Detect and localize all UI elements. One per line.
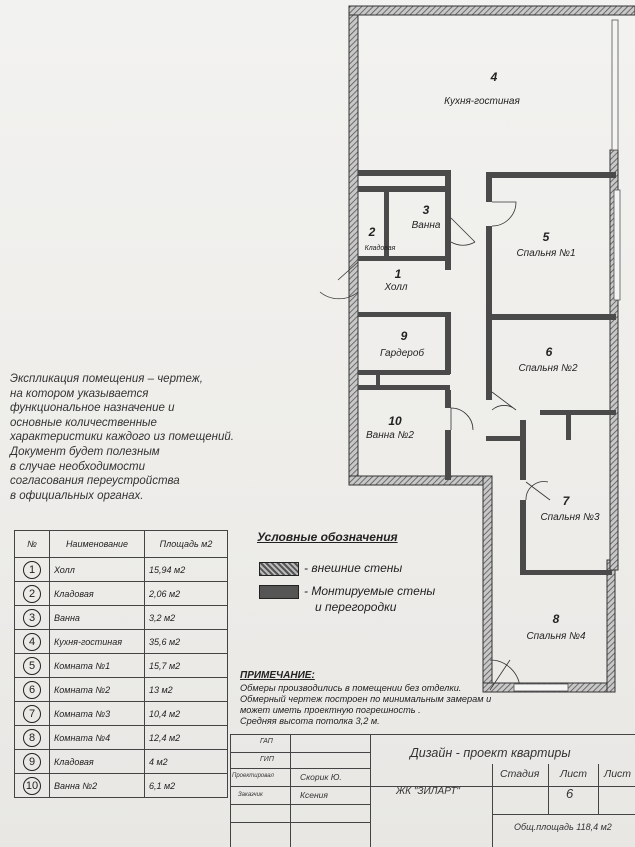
row-name: Комната №4: [49, 725, 145, 750]
sheets-label: Лист: [604, 768, 632, 780]
row-area: 35,6 м2: [144, 629, 228, 654]
row-area: 3,2 м2: [144, 605, 228, 630]
room-1-name: Холл: [383, 282, 407, 293]
row-name: Кладовая: [49, 581, 145, 606]
header-area: Площадь м2: [144, 530, 228, 558]
stamp-designer-label: Проектировал: [232, 773, 274, 779]
complex-name: ЖК "ЗИЛАРТ": [396, 786, 460, 797]
interior-walls: [358, 170, 616, 575]
total-area: Общ.площадь 118,4 м2: [514, 822, 612, 832]
stamp-client-label: Заказчик: [238, 792, 263, 798]
header-num: №: [14, 530, 50, 558]
row-number: 7: [23, 704, 41, 723]
legend-title: Условные обозначения: [257, 530, 398, 544]
note-title: ПРИМЕЧАНИЕ:: [240, 670, 315, 681]
room-labels: 4 Кухня-гостиная 3 Ванна 2 Кладовая 1 Хо…: [365, 70, 600, 642]
row-area: 10,4 м2: [144, 701, 228, 726]
row-area: 12,4 м2: [144, 725, 228, 750]
note-text: Обмеры производились в помещении без отд…: [240, 683, 492, 726]
room-9-number: 9: [401, 329, 408, 343]
room-7-number: 7: [563, 494, 571, 508]
room-6-name: Спальня №2: [518, 363, 578, 374]
room-2-name: Кладовая: [365, 244, 396, 252]
external-wall-swatch: [259, 562, 299, 576]
room-10-name: Ванна №2: [366, 430, 414, 441]
row-area: 2,06 м2: [144, 581, 228, 606]
row-name: Холл: [49, 557, 145, 582]
row-number: 10: [23, 776, 41, 795]
row-name: Ванна №2: [49, 773, 145, 798]
row-number: 6: [23, 680, 41, 699]
floor-plan: 4 Кухня-гостиная 3 Ванна 2 Кладовая 1 Хо…: [319, 5, 635, 693]
row-area: 6,1 м2: [144, 773, 228, 798]
room-7-name: Спальня №3: [540, 512, 600, 523]
row-name: Комната №2: [49, 677, 145, 702]
room-5-number: 5: [543, 230, 550, 244]
room-5-name: Спальня №1: [516, 248, 575, 259]
room-4-number: 4: [490, 70, 498, 84]
legend-internal-2: и перегородки: [315, 600, 397, 614]
stamp-designer-name: Скорик Ю.: [300, 772, 342, 782]
stamp-client-name: Ксения: [300, 790, 328, 800]
room-10-number: 10: [388, 414, 402, 428]
sheet-label: Лист: [560, 768, 588, 780]
row-number: 4: [23, 632, 41, 651]
internal-wall-swatch: [259, 585, 299, 599]
room-1-number: 1: [395, 267, 402, 281]
room-3-number: 3: [423, 203, 430, 217]
legend-external: - внешние стены: [304, 561, 403, 575]
row-number: 2: [23, 584, 41, 603]
row-name: Кухня-гостиная: [49, 629, 145, 654]
header-name: Наименование: [49, 530, 145, 558]
room-6-number: 6: [546, 345, 553, 359]
row-area: 15,7 м2: [144, 653, 228, 678]
door-swings: [319, 201, 551, 691]
row-name: Кладовая: [49, 749, 145, 774]
stamp-gip-label: ГИП: [260, 756, 274, 763]
row-area: 13 м2: [144, 677, 228, 702]
row-area: 15,94 м2: [144, 557, 228, 582]
room-2-number: 2: [368, 225, 376, 239]
windows: [513, 19, 621, 692]
stamp-gap-label: ГАП: [260, 738, 273, 745]
room-8-number: 8: [553, 612, 560, 626]
row-name: Комната №1: [49, 653, 145, 678]
title-block: ГАП ГИП Проектировал Скорик Ю. Заказчик …: [230, 734, 635, 847]
room-3-name: Ванна: [412, 220, 441, 231]
row-area: 4 м2: [144, 749, 228, 774]
room-9-name: Гардероб: [380, 347, 424, 359]
room-4-name: Кухня-гостиная: [444, 96, 520, 107]
table-header: № Наименование Площадь м2: [14, 530, 228, 558]
sheet-number: 6: [566, 786, 574, 801]
row-number: 5: [23, 656, 41, 675]
explication-note: Экспликация помещения – чертеж, на котор…: [10, 373, 234, 502]
stage-label: Стадия: [500, 768, 540, 780]
project-title: Дизайн - проект квартиры: [410, 746, 571, 760]
row-number: 3: [23, 608, 41, 627]
legend-internal-1: - Монтируемые стены: [304, 584, 436, 598]
row-number: 9: [23, 752, 41, 771]
row-number: 1: [23, 560, 41, 579]
row-number: 8: [23, 728, 41, 747]
row-name: Ванна: [49, 605, 145, 630]
room-8-name: Спальня №4: [526, 631, 586, 642]
row-name: Комната №3: [49, 701, 145, 726]
